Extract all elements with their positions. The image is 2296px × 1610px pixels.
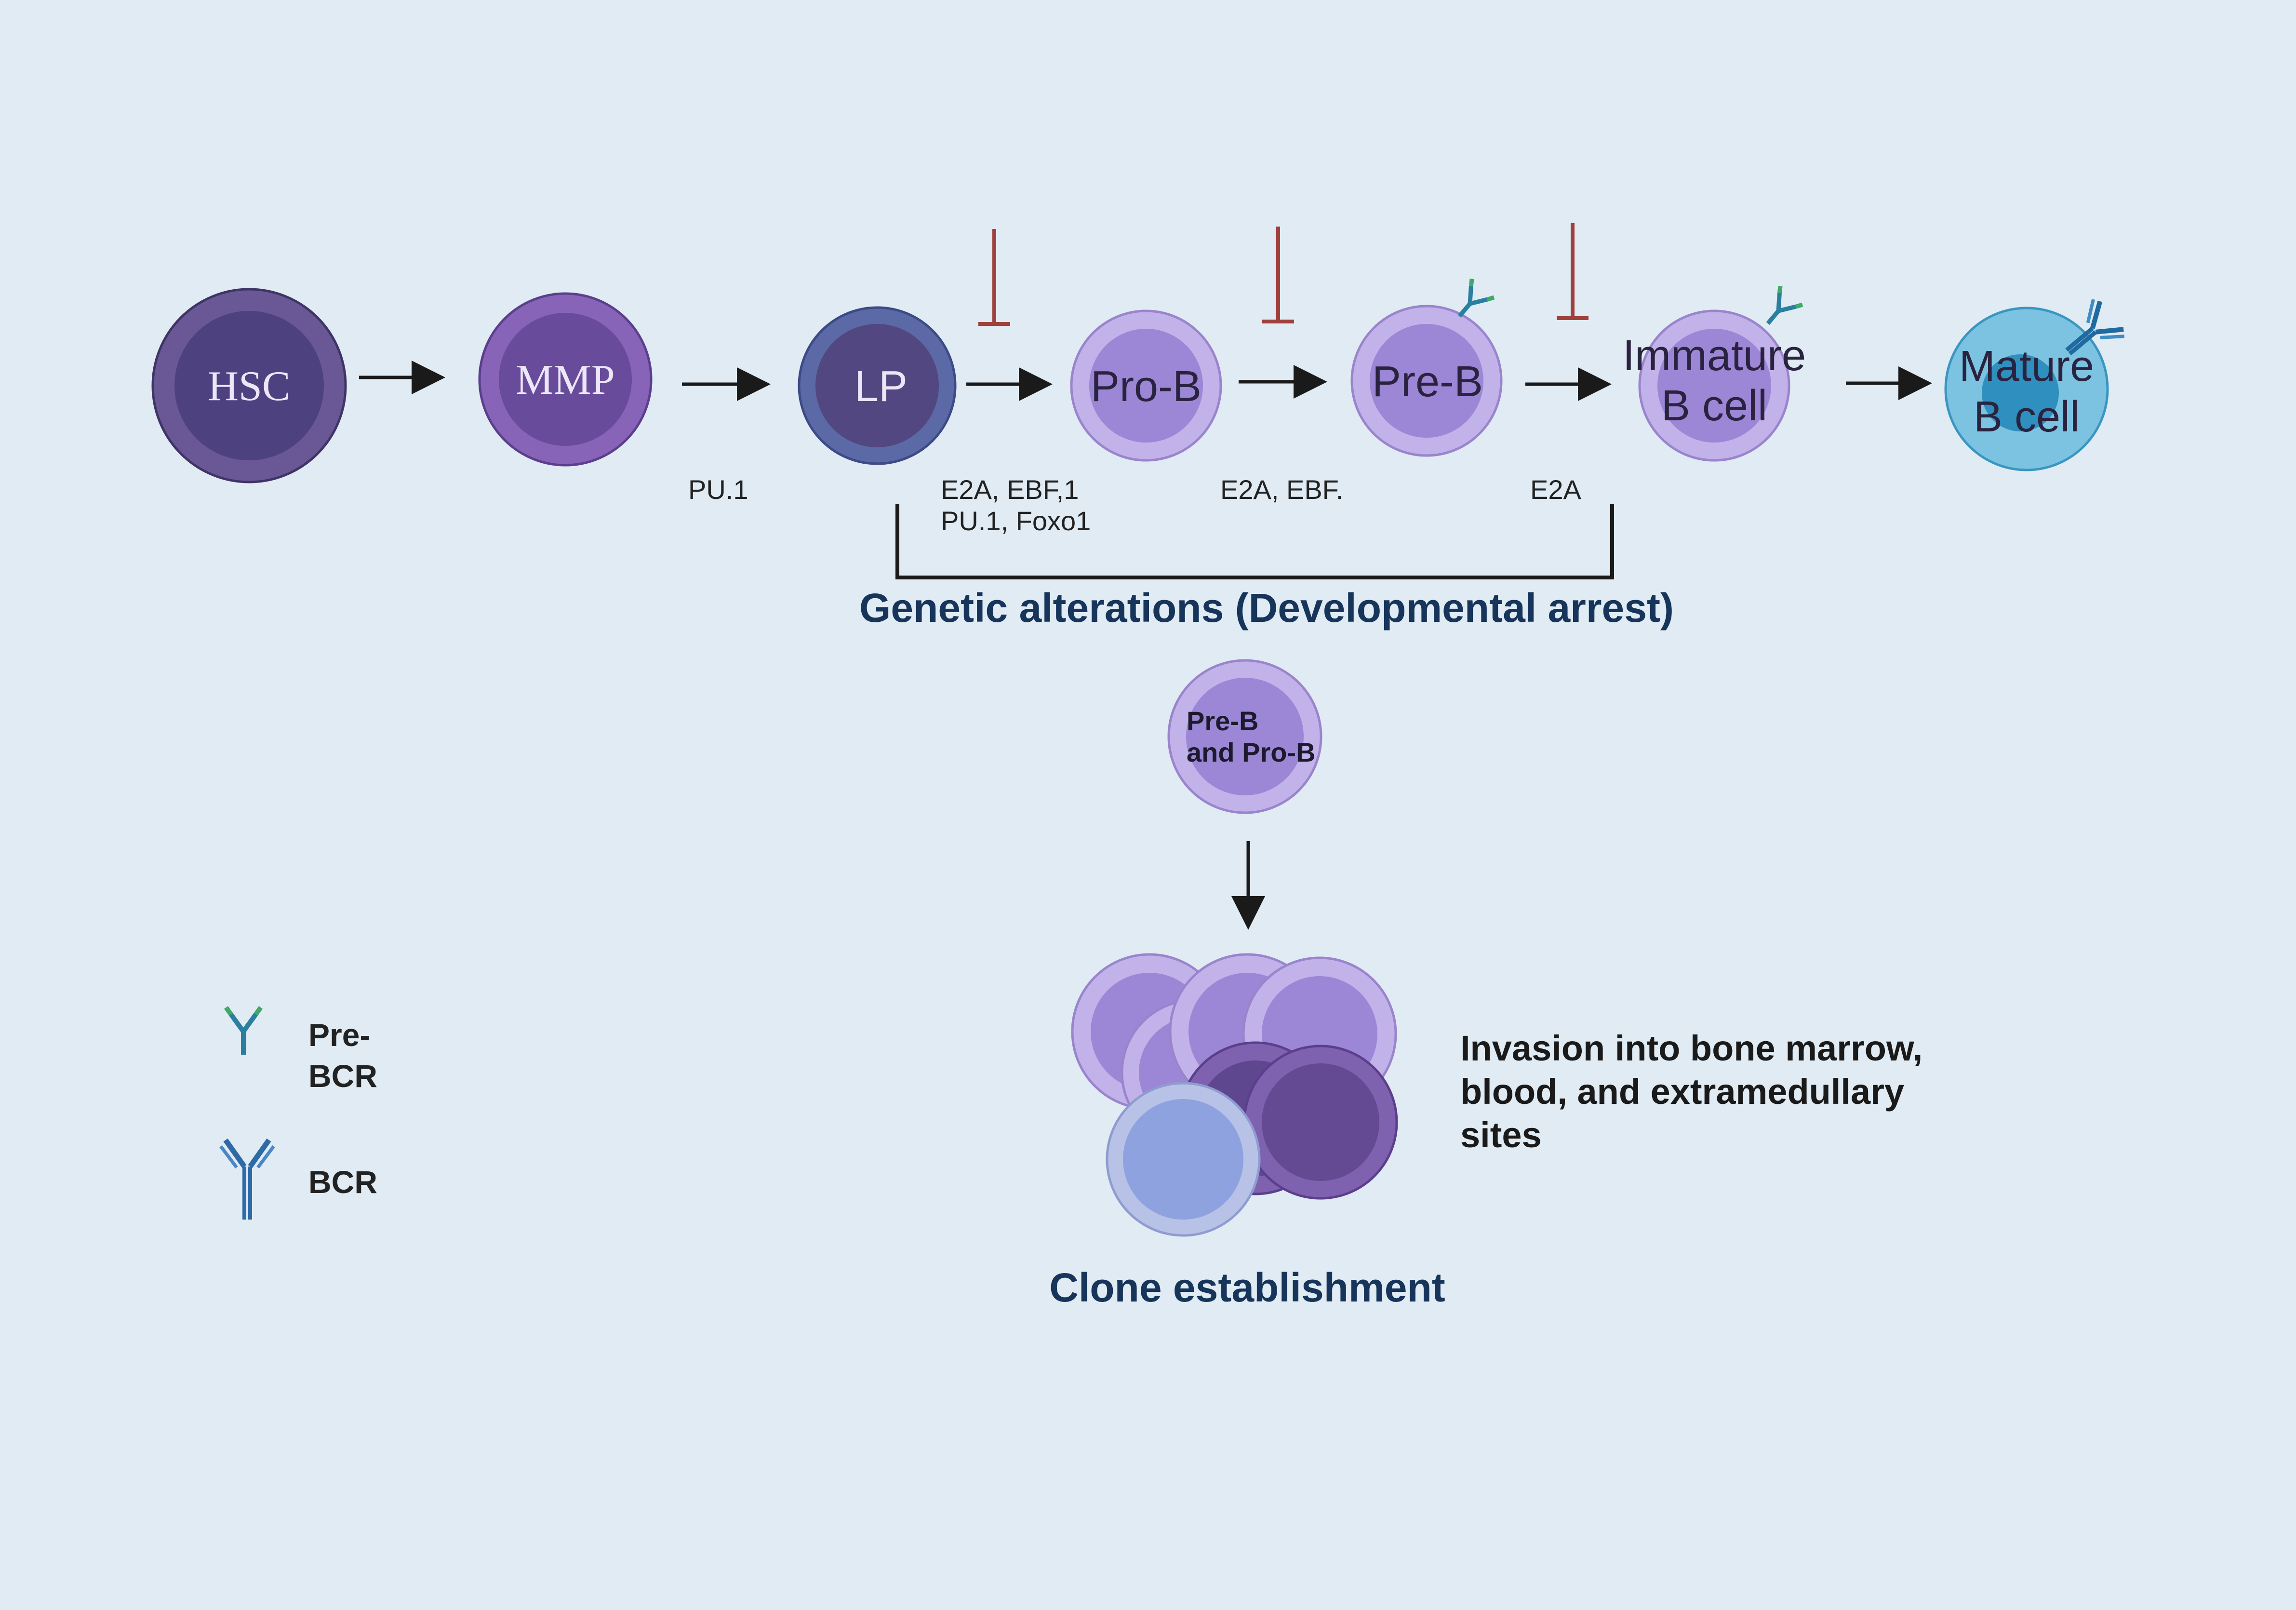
factor-label-preb-immature: E2A	[1530, 474, 1581, 505]
clone-cell	[1243, 1045, 1398, 1200]
pre-b-cell: Pre-B	[1350, 279, 1503, 457]
arrest-bracket	[895, 504, 1614, 579]
invasion-note-line2: blood, and extramedullary	[1460, 1072, 1904, 1112]
factor-label-pu1: PU.1	[688, 474, 748, 505]
pre-b-label: Pre-B	[1372, 358, 1483, 406]
bcr-icon	[219, 1138, 275, 1220]
immature-b-cell: Immature B cell	[1623, 286, 1806, 462]
immature-b-label-line2: B cell	[1661, 382, 1767, 430]
arrested-cell-label-line1: Pre-B	[1187, 706, 1258, 736]
arrest-heading: Genetic alterations (Developmental arres…	[859, 585, 1674, 631]
legend: Pre- BCR BCR	[219, 1006, 377, 1220]
clone-cluster	[1071, 953, 1398, 1237]
lp-cell: LP	[798, 306, 957, 465]
factor-label-lp-prob-line1: E2A, EBF,1	[941, 474, 1079, 505]
arrested-cell: Pre-B and Pro-B	[1167, 659, 1322, 814]
pro-b-cell: Pro-B	[1070, 309, 1222, 462]
mmp-cell: MMP	[478, 292, 653, 467]
mmp-label: MMP	[516, 357, 614, 403]
pre-bcr-icon	[224, 1006, 263, 1055]
mature-b-cell: Mature B cell	[1944, 299, 2124, 471]
factor-label-prob-preb: E2A, EBF.	[1220, 474, 1343, 505]
factor-label-lp-prob-line2: PU.1, Foxo1	[941, 506, 1091, 536]
invasion-note-line3: sites	[1460, 1115, 1542, 1155]
hsc-cell: HSC	[151, 288, 347, 483]
legend-pre-bcr-line2: BCR	[308, 1058, 377, 1094]
inhibitor-marker	[1557, 223, 1589, 320]
lp-label: LP	[854, 362, 908, 411]
pro-b-label: Pro-B	[1091, 362, 1201, 411]
inhibitor-marker	[978, 229, 1010, 326]
hsc-label: HSC	[208, 363, 290, 410]
arrested-cell-label-line2: and Pro-B	[1187, 737, 1316, 767]
clone-heading: Clone establishment	[1049, 1265, 1445, 1310]
clone-cell	[1106, 1082, 1261, 1237]
pre-bcr-icon	[1766, 286, 1803, 325]
bcr-icon	[2065, 299, 2124, 356]
legend-bcr-label: BCR	[308, 1164, 377, 1200]
inhibitor-marker	[1262, 227, 1294, 323]
invasion-note-line1: Invasion into bone marrow,	[1460, 1028, 1922, 1068]
immature-b-label-line1: Immature	[1623, 332, 1806, 380]
mature-b-label-line2: B cell	[1974, 393, 2080, 441]
legend-pre-bcr-line1: Pre-	[308, 1017, 370, 1053]
pre-bcr-icon	[1457, 279, 1495, 318]
